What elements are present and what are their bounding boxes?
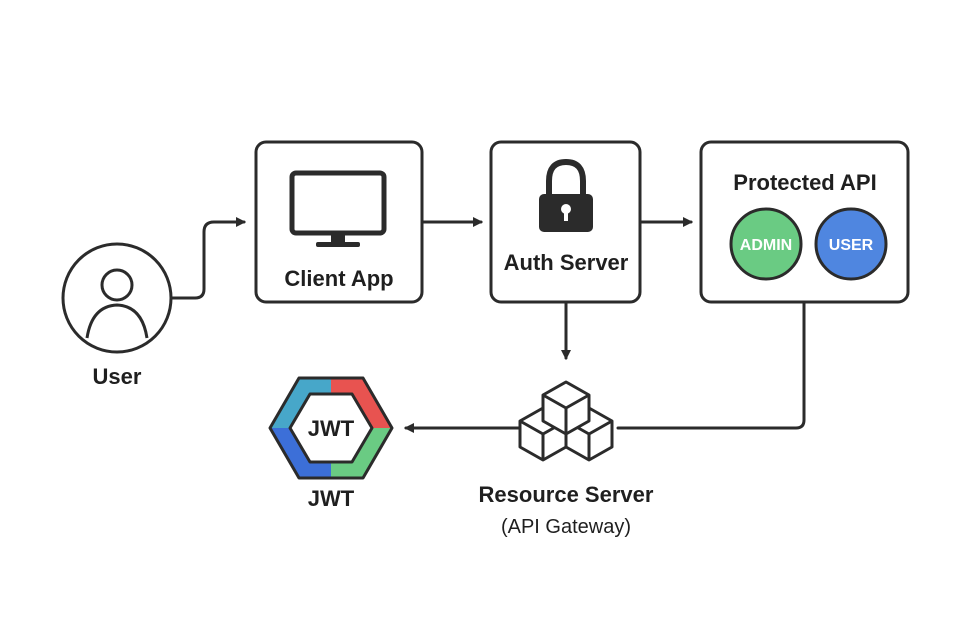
resource-server-label: Resource Server bbox=[479, 482, 654, 507]
auth-server-node: Auth Server bbox=[489, 140, 642, 304]
user-role-circle bbox=[814, 207, 888, 281]
resource-server-sublabel: (API Gateway) bbox=[501, 516, 631, 538]
jwt-label: JWT bbox=[308, 486, 355, 511]
client-app-node: Client App bbox=[254, 140, 424, 304]
admin-role-circle bbox=[729, 207, 803, 281]
client-app-box bbox=[254, 140, 424, 304]
jwt-badge-text: JWT bbox=[308, 416, 355, 441]
protected-api-node: Protected API ADMIN USER bbox=[699, 140, 910, 304]
lock-icon bbox=[539, 158, 593, 232]
edge-protected-api-to-resource-server bbox=[616, 300, 806, 430]
protected-api-title: Protected API bbox=[733, 170, 876, 195]
resource-server-node: Resource Server (API Gateway) bbox=[479, 380, 654, 538]
admin-role-label: ADMIN bbox=[740, 237, 792, 254]
user-label: User bbox=[93, 364, 142, 389]
jwt-node: JWT JWT bbox=[268, 376, 394, 511]
jwt-hexagon-icon: JWT bbox=[268, 376, 394, 480]
user-circle bbox=[61, 242, 173, 354]
role-badge-user: USER bbox=[814, 207, 888, 281]
user-icon bbox=[85, 268, 149, 339]
auth-server-label: Auth Server bbox=[504, 250, 629, 275]
cubes-icon bbox=[518, 380, 614, 462]
user-node: User bbox=[61, 242, 173, 389]
monitor-icon bbox=[289, 170, 387, 247]
client-app-label: Client App bbox=[284, 266, 393, 291]
edge-user-to-client-app bbox=[170, 217, 246, 300]
role-badge-admin: ADMIN bbox=[729, 207, 803, 281]
user-role-label: USER bbox=[829, 237, 874, 254]
connectors bbox=[170, 217, 806, 433]
